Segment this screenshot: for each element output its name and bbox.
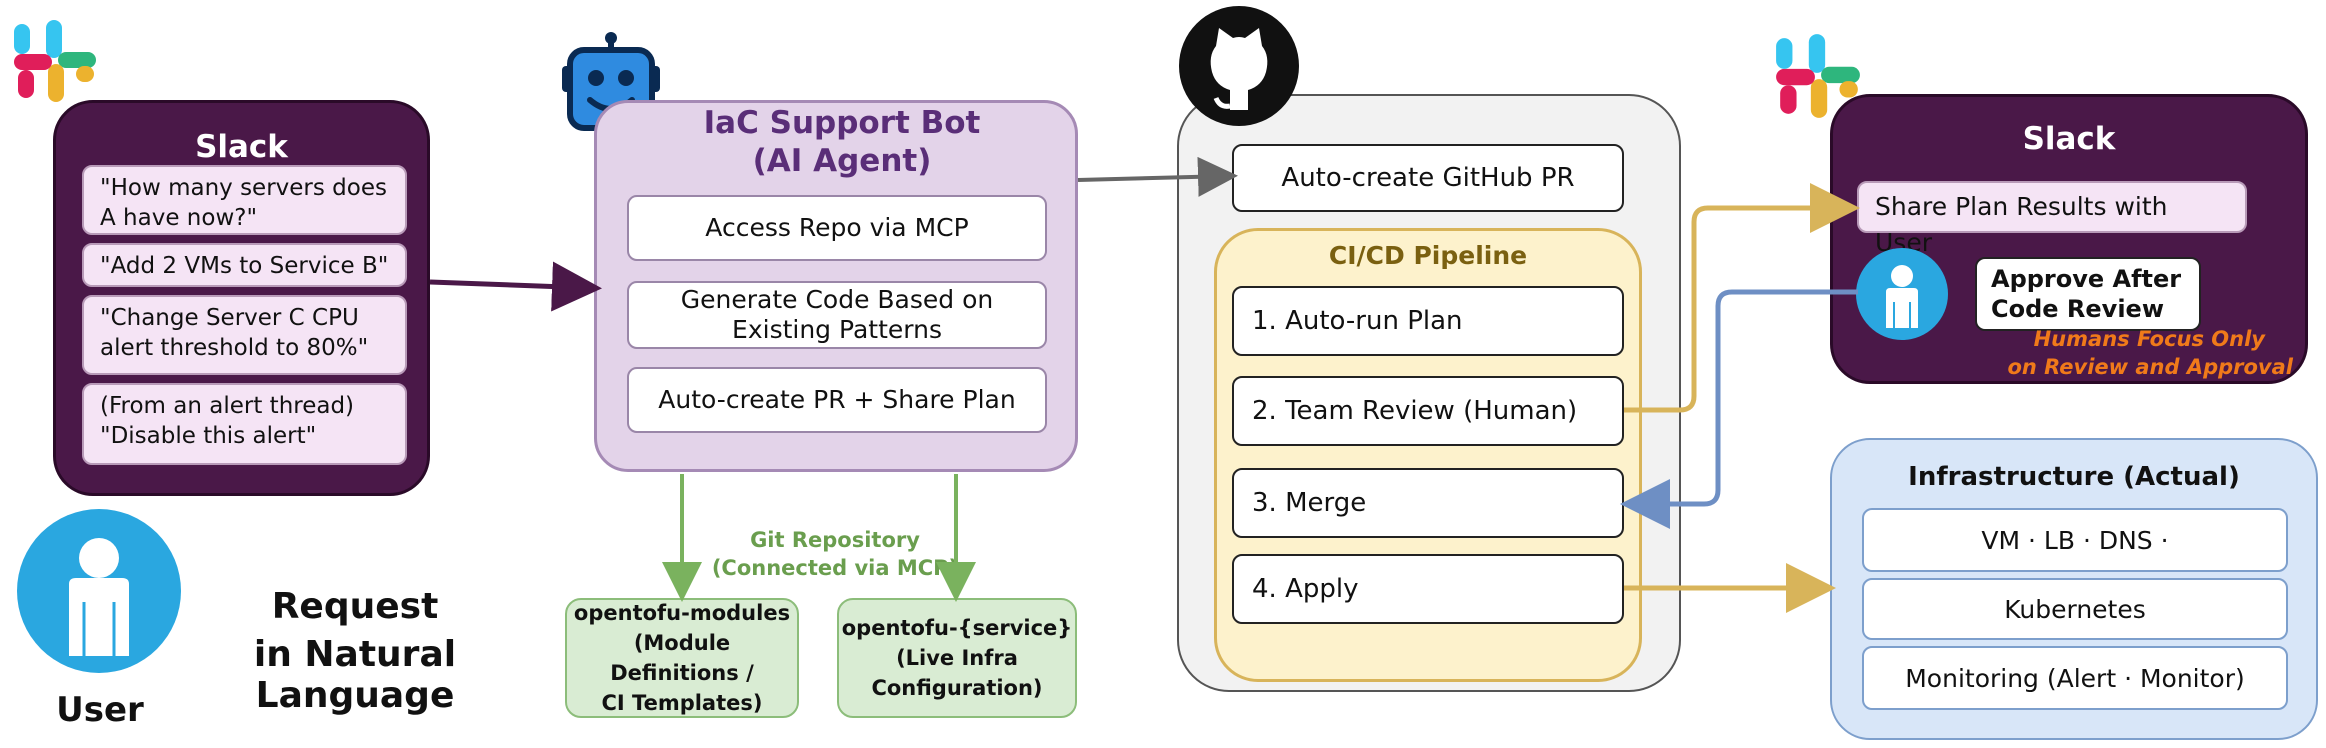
repo-modules: opentofu-modules (Module Definitions / C… xyxy=(565,598,799,718)
humans-note-line1: Humans Focus Only xyxy=(2033,327,2265,351)
infrastructure-panel: Infrastructure (Actual) VM · LB · DNS · … xyxy=(1830,438,2318,740)
arrow-agent-to-github xyxy=(1077,156,1238,197)
agent-title-line1: IaC Support Bot xyxy=(703,105,981,141)
user-label: User xyxy=(56,690,144,730)
user-avatar-icon xyxy=(17,509,181,673)
repo-modules-desc2: CI Templates) xyxy=(601,691,763,715)
left-slack-panel: Slack "How many servers does A have now?… xyxy=(53,100,430,496)
agent-title-line2: (AI Agent) xyxy=(752,143,932,179)
approve-line1: Approve After xyxy=(1991,265,2182,293)
repo-service-name: opentofu-{service} xyxy=(841,616,1073,640)
approve-box: Approve After Code Review xyxy=(1975,257,2201,331)
repo-service-desc1: (Live Infra xyxy=(896,646,1018,670)
git-repo-label-line2: (Connected via MCP) xyxy=(711,556,959,580)
request-item: "Change Server C CPU alert threshold to … xyxy=(82,295,407,375)
reviewer-avatar-icon xyxy=(1856,248,1948,340)
agent-panel: IaC Support Bot (AI Agent) Access Repo v… xyxy=(594,100,1078,472)
request-caption-line2: in Natural Language xyxy=(253,634,457,716)
slack-logo-icon xyxy=(14,20,96,102)
request-caption-line1: Request xyxy=(271,586,439,627)
git-repo-label-line1: Git Repository xyxy=(750,528,920,552)
pipeline-title: CI/CD Pipeline xyxy=(1328,241,1528,270)
request-item: "Add 2 VMs to Service B" xyxy=(82,243,407,287)
infra-item-vm: VM · LB · DNS · xyxy=(1862,508,2288,572)
arrow-review-to-share xyxy=(1624,183,1860,413)
repo-modules-name: opentofu-modules xyxy=(573,601,791,625)
request-item: "How many servers does A have now?" xyxy=(82,165,407,235)
left-slack-title: Slack xyxy=(195,129,288,165)
pipeline-step-merge: 3. Merge xyxy=(1232,468,1624,538)
pipeline-step-apply: 4. Apply xyxy=(1232,554,1624,624)
arrow-slack-to-agent xyxy=(429,261,602,312)
right-slack-title: Slack xyxy=(2022,121,2116,157)
agent-step: Auto-create PR + Share Plan xyxy=(627,367,1047,433)
infra-item-monitoring: Monitoring (Alert · Monitor) xyxy=(1862,646,2288,710)
agent-step: Access Repo via MCP xyxy=(627,195,1047,261)
infra-item-k8s: Kubernetes xyxy=(1862,578,2288,640)
arrow-approve-to-merge xyxy=(1620,289,1858,529)
github-logo-icon xyxy=(1179,6,1299,126)
repo-service-desc2: Configuration) xyxy=(871,676,1043,700)
humans-note-line2: on Review and Approval xyxy=(2007,355,2293,379)
agent-step: Generate Code Based on Existing Patterns xyxy=(627,281,1047,349)
approve-line2: Code Review xyxy=(1991,295,2164,323)
repo-modules-desc1: (Module Definitions / xyxy=(610,631,754,685)
infrastructure-title: Infrastructure (Actual) xyxy=(1908,462,2240,492)
pipeline-step-plan: 1. Auto-run Plan xyxy=(1232,286,1624,356)
repo-service: opentofu-{service} (Live Infra Configura… xyxy=(837,598,1077,718)
slack-logo-right-icon xyxy=(1776,34,1860,118)
pipeline-step-review: 2. Team Review (Human) xyxy=(1232,376,1624,446)
request-item: (From an alert thread) "Disable this ale… xyxy=(82,383,407,465)
github-pr-box: Auto-create GitHub PR xyxy=(1232,144,1624,212)
share-plan-box: Share Plan Results with User xyxy=(1857,181,2247,257)
